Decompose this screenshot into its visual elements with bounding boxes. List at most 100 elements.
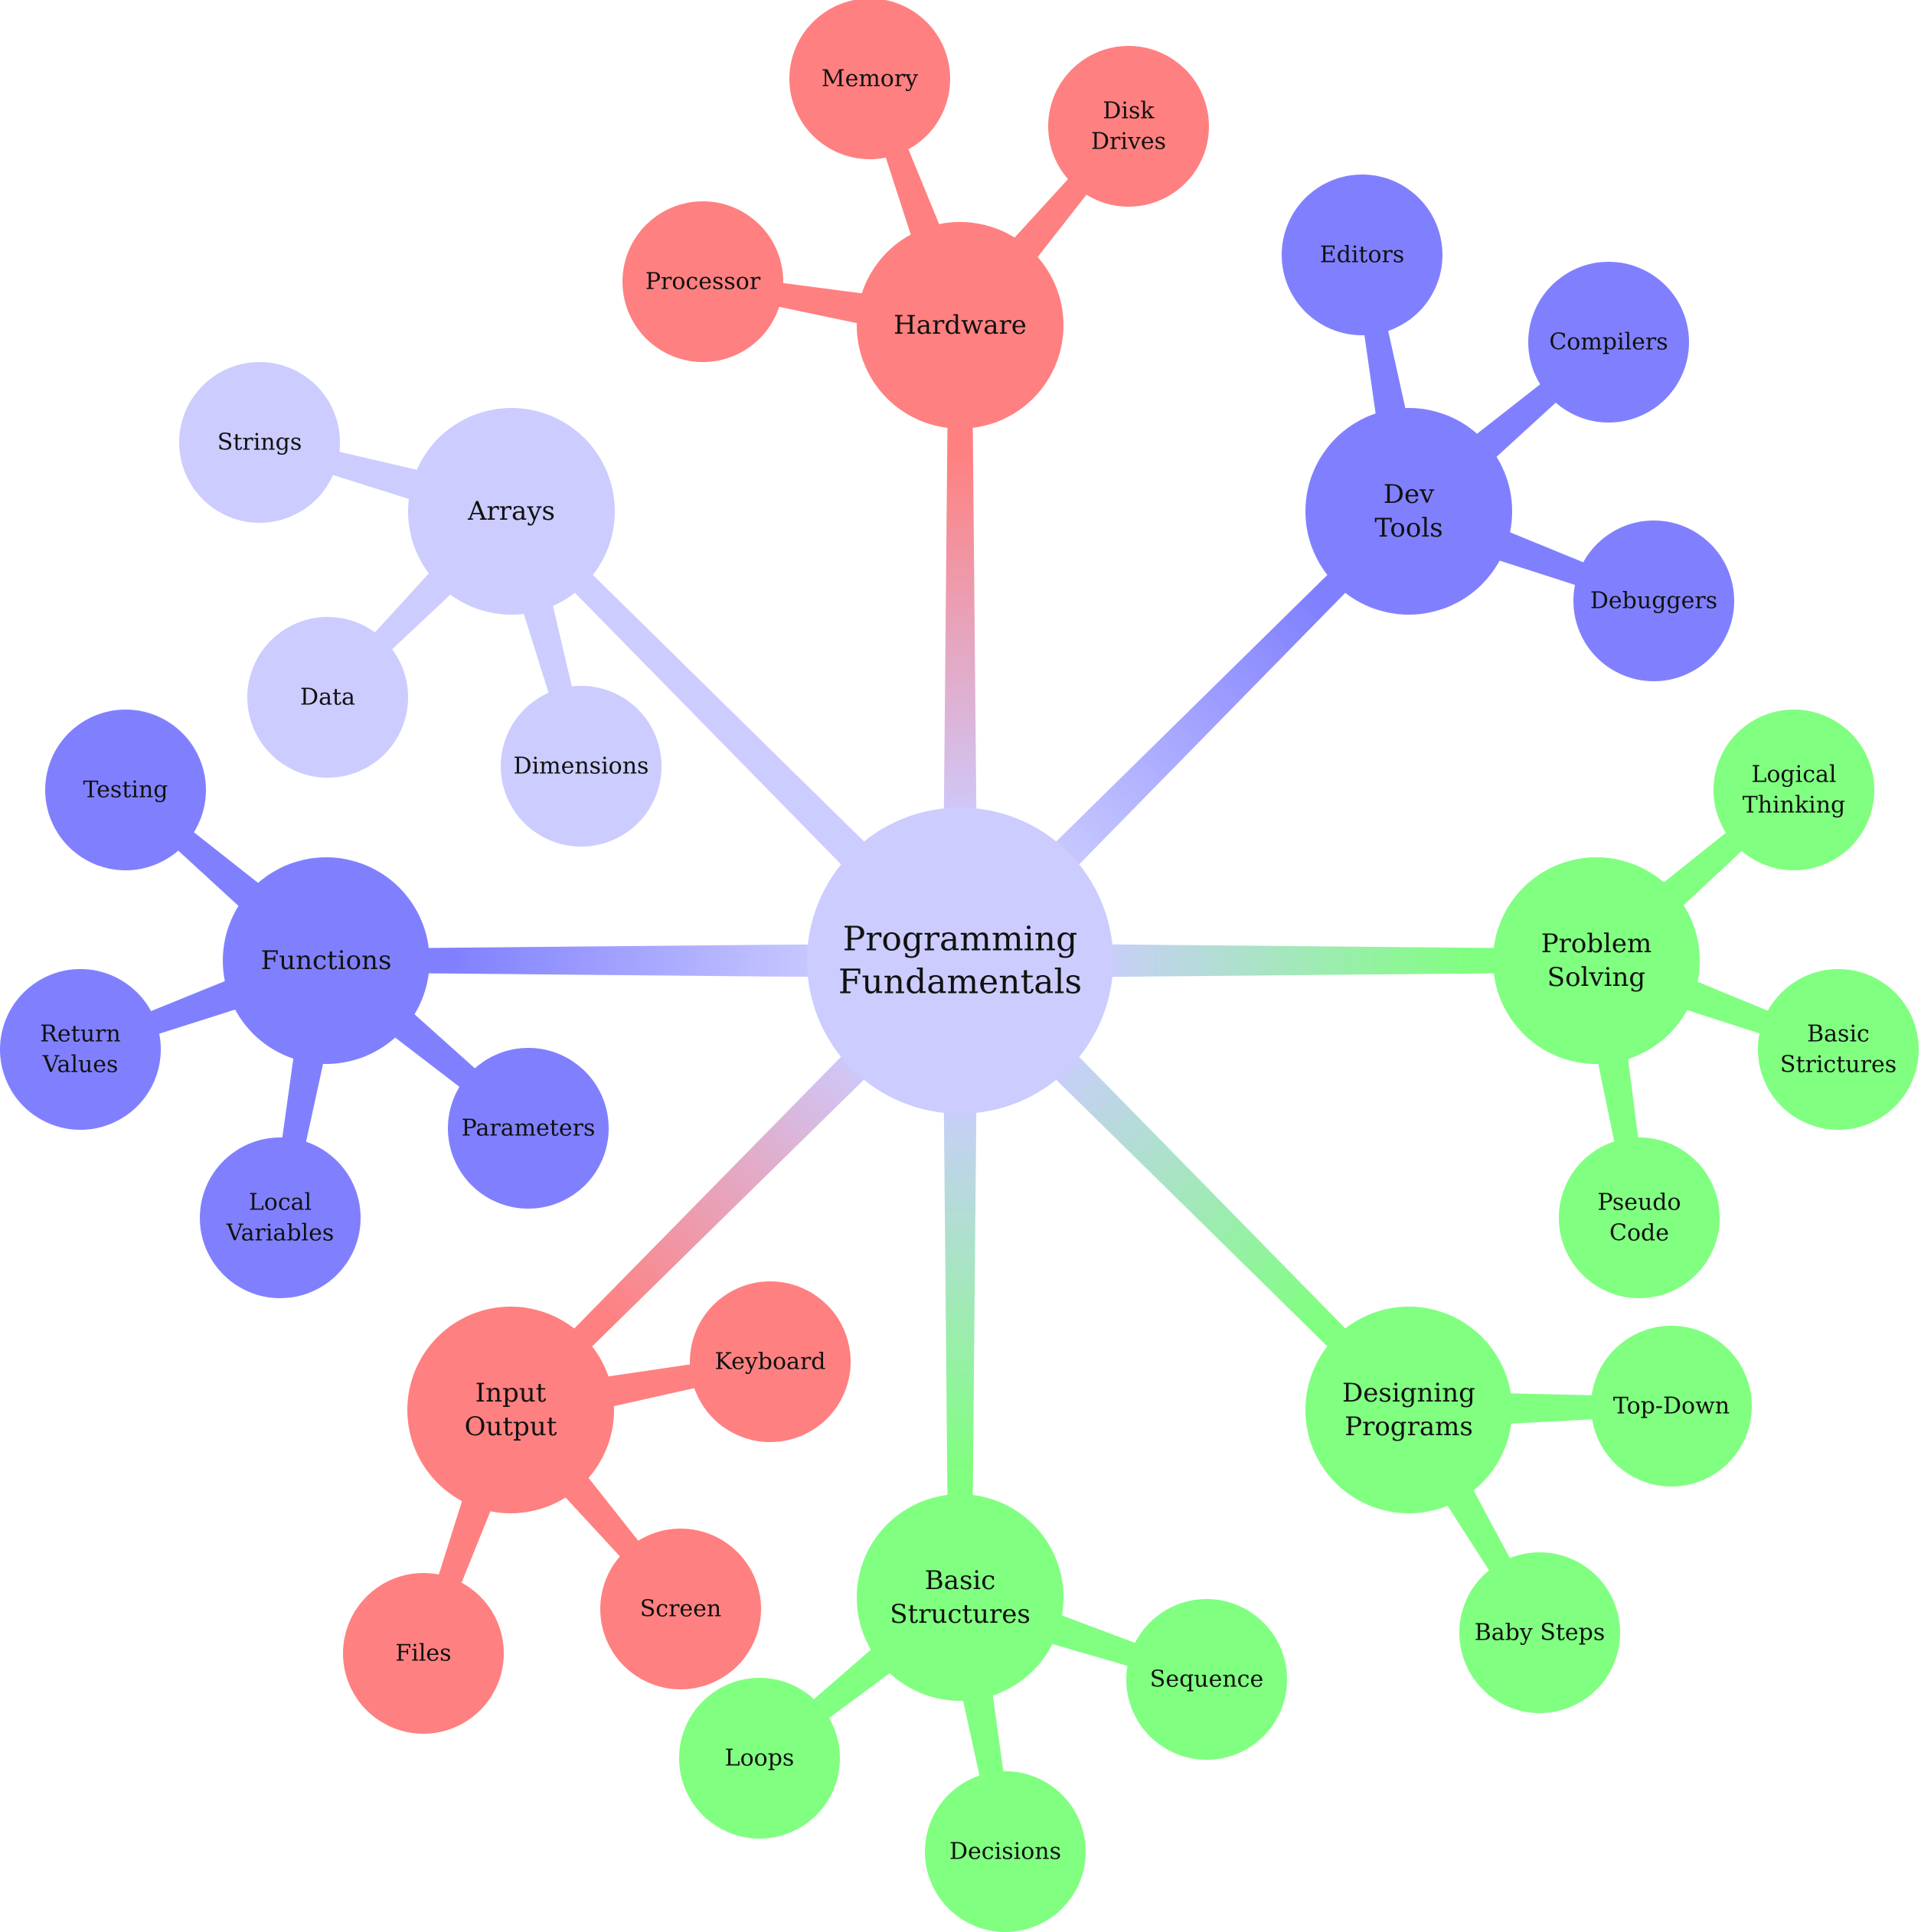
- subnode-top-down: Top-Down: [1591, 1326, 1752, 1487]
- pseudo-code-label: Pseudo: [1597, 1190, 1681, 1216]
- connector-basic-structures: [943, 1045, 977, 1541]
- disk-drives-label: Disk: [1103, 98, 1155, 125]
- editors-node: [1282, 175, 1442, 335]
- subnode-decisions: Decisions: [925, 1771, 1086, 1932]
- logical-thinking-label: Thinking: [1743, 792, 1846, 819]
- keyboard-label: Keyboard: [714, 1349, 825, 1376]
- pseudo-code-label: Code: [1609, 1220, 1669, 1247]
- sequence-node: [1126, 1599, 1287, 1760]
- compilers-node: [1528, 262, 1689, 423]
- designing-programs-label: Programs: [1344, 1411, 1473, 1442]
- problem-solving-label: Solving: [1547, 962, 1645, 993]
- connector-hardware: [943, 382, 977, 876]
- arrays-label: Arrays: [467, 496, 555, 527]
- dev-tools-label: Dev: [1384, 479, 1435, 510]
- sequence-label: Sequence: [1150, 1666, 1263, 1693]
- basic-structures-label: Basic: [925, 1565, 996, 1596]
- editors-label: Editors: [1320, 242, 1405, 269]
- disk-drives-label: Drives: [1091, 129, 1166, 155]
- basic-strictures-node: [1758, 969, 1919, 1130]
- return-values-label: Return: [40, 1021, 120, 1048]
- strings-node: [179, 362, 340, 523]
- connector-designing-programs: [1008, 1008, 1377, 1379]
- memory-label: Memory: [822, 66, 918, 93]
- compilers-label: Compilers: [1549, 329, 1668, 356]
- debuggers-node: [1573, 521, 1734, 681]
- basic-strictures-label: Basic: [1807, 1021, 1870, 1048]
- testing-node: [45, 710, 206, 870]
- baby-steps-label: Baby Steps: [1475, 1620, 1606, 1646]
- keyboard-node: [690, 1281, 851, 1442]
- parameters-node: [448, 1048, 609, 1209]
- subnode-testing: Testing: [45, 710, 206, 870]
- subnode-parameters: Parameters: [448, 1048, 609, 1209]
- memory-node: [789, 0, 950, 159]
- subnode-screen: Screen: [600, 1529, 761, 1689]
- problem-solving-node: [1493, 857, 1700, 1064]
- hardware-node: [857, 222, 1063, 429]
- subnode-data: Data: [247, 617, 408, 778]
- connector-functions: [383, 944, 876, 977]
- basic-structures-label: Structures: [890, 1599, 1031, 1630]
- connector-problem-solving: [1044, 944, 1540, 977]
- local-variables-label: Variables: [226, 1220, 335, 1247]
- decisions-label: Decisions: [949, 1839, 1061, 1865]
- input-output-label: Output: [465, 1411, 557, 1442]
- dimensions-node: [501, 686, 662, 847]
- connector-dev-tools: [1008, 543, 1377, 913]
- arrays-node: [408, 408, 615, 615]
- functions-label: Functions: [261, 945, 392, 976]
- basic-structures-node: [857, 1494, 1063, 1701]
- subnode-dimensions: Dimensions: [501, 686, 662, 847]
- dimensions-label: Dimensions: [514, 753, 649, 780]
- hardware-label: Hardware: [894, 310, 1027, 341]
- center-node-label: Fundamentals: [838, 963, 1082, 1002]
- screen-node: [600, 1529, 761, 1689]
- connector-arrays: [543, 543, 913, 913]
- subnode-baby-steps: Baby Steps: [1459, 1552, 1620, 1713]
- processor-label: Processor: [645, 269, 761, 295]
- center-node-circle: [807, 808, 1113, 1114]
- data-node: [247, 617, 408, 778]
- return-values-node: [0, 969, 161, 1130]
- subnode-loops: Loops: [679, 1678, 840, 1839]
- screen-label: Screen: [640, 1596, 722, 1623]
- center-node-label: Programming: [843, 920, 1078, 959]
- top-down-node: [1591, 1326, 1752, 1487]
- return-values-label: Values: [42, 1052, 119, 1079]
- local-variables-node: [200, 1137, 361, 1298]
- parameters-label: Parameters: [462, 1115, 596, 1142]
- debuggers-label: Debuggers: [1590, 588, 1717, 615]
- subnode-compilers: Compilers: [1528, 262, 1689, 423]
- decisions-node: [925, 1771, 1086, 1932]
- baby-steps-node: [1459, 1552, 1620, 1713]
- connector-input-output: [542, 1008, 913, 1379]
- logical-thinking-node: [1714, 710, 1874, 870]
- top-down-label: Top-Down: [1613, 1393, 1730, 1420]
- input-output-node: [407, 1307, 614, 1513]
- testing-label: Testing: [83, 777, 168, 804]
- disk-drives-node: [1048, 46, 1209, 207]
- local-variables-label: Local: [249, 1190, 312, 1216]
- subnode-keyboard: Keyboard: [690, 1281, 851, 1442]
- subnode-files: Files: [343, 1573, 504, 1734]
- subnode-memory: Memory: [789, 0, 950, 159]
- branch-problem-solving: ProblemSolvingLogicalThinkingBasicStrict…: [1493, 710, 1919, 1298]
- designing-programs-label: Designing: [1342, 1378, 1475, 1408]
- dev-tools-label: Tools: [1374, 513, 1442, 543]
- functions-node: [223, 857, 430, 1064]
- basic-strictures-label: Strictures: [1780, 1052, 1896, 1079]
- subnode-strings: Strings: [179, 362, 340, 523]
